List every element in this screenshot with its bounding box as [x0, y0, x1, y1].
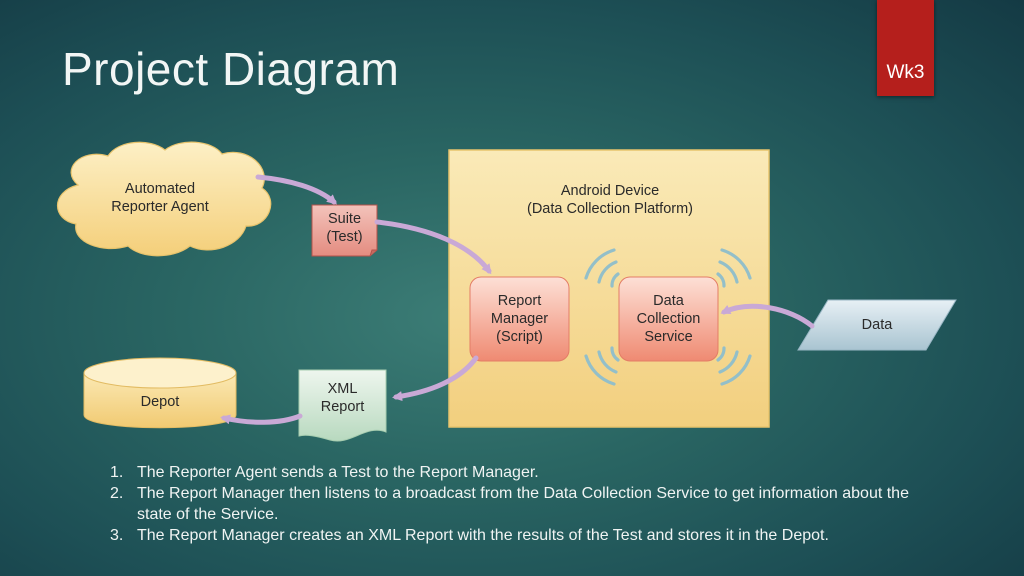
xml-report-label: XML Report: [320, 381, 365, 415]
step-item: 1.The Reporter Agent sends a Test to the…: [110, 464, 539, 481]
report-manager-label: Report Manager (Script): [490, 293, 549, 345]
step-item: 2.The Report Manager then listens to a b…: [110, 485, 909, 523]
arrow-data-to-service: [720, 303, 815, 329]
report-manager-box: [469, 276, 570, 362]
slide-title: Project Diagram: [62, 43, 400, 95]
week-tag: Wk3: [877, 0, 934, 96]
data-input-shape: [797, 299, 957, 351]
data-label: Data: [861, 317, 893, 333]
reporter-agent-label: Automated Reporter Agent: [111, 181, 209, 215]
arrow-manager-to-xml: [392, 355, 479, 402]
depot-label: Depot: [140, 394, 180, 410]
suite-label: Suite (Test): [326, 210, 363, 245]
step-item: 3.The Report Manager creates an XML Repo…: [110, 527, 829, 544]
arrow-agent-to-suite: [255, 174, 338, 205]
data-collection-service-label: Data Collection Service: [636, 293, 701, 345]
depot-cylinder: [83, 357, 237, 429]
xml-report-document: [298, 369, 387, 442]
arrow-suite-to-manager: [374, 219, 492, 275]
data-collection-service-box: [618, 276, 719, 362]
reporter-agent-cloud: [56, 141, 272, 257]
arrow-xml-to-depot: [220, 413, 303, 425]
steps-list: 1.The Reporter Agent sends a Test to the…: [105, 462, 945, 546]
android-device-label: Android Device (Data Collection Platform…: [527, 183, 693, 217]
broadcast-signal-icon: [584, 248, 752, 386]
